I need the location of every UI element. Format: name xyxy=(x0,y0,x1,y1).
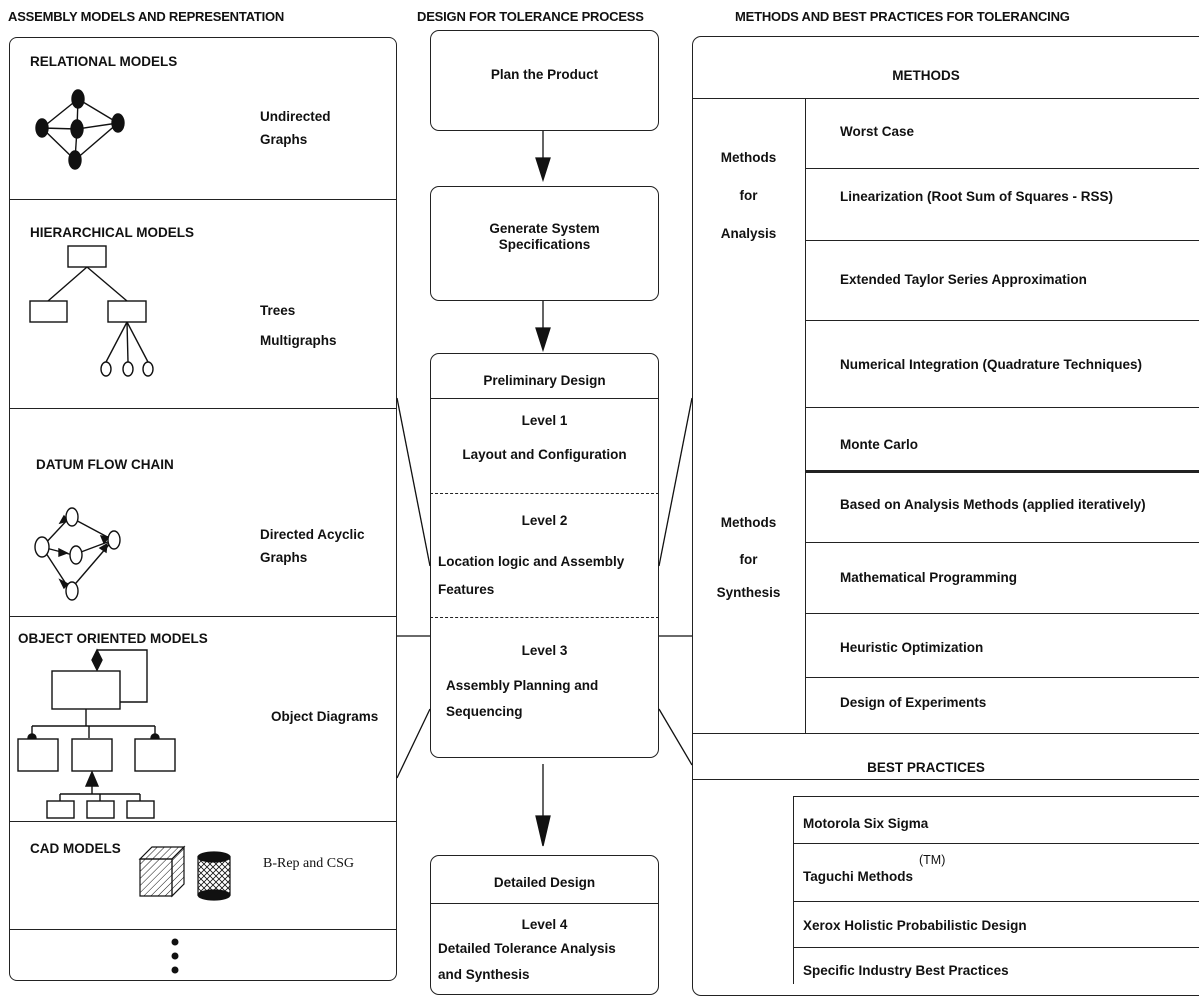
right-column-header: METHODS AND BEST PRACTICES FOR TOLERANCI… xyxy=(735,9,1070,24)
detailed-design-title: Detailed Design xyxy=(493,875,596,890)
method-divider xyxy=(805,240,1199,241)
analysis-method: Monte Carlo xyxy=(840,437,919,452)
level2-text-1: Location logic and Assembly xyxy=(438,554,625,569)
level2-text-2: Features xyxy=(438,582,495,597)
analysis-method: Numerical Integration (Quadrature Techni… xyxy=(840,357,1143,372)
best-practice-item: Motorola Six Sigma xyxy=(803,816,929,831)
center-column-header: DESIGN FOR TOLERANCE PROCESS xyxy=(417,9,644,24)
analysis-method: Linearization (Root Sum of Squares - RSS… xyxy=(840,189,1114,204)
synthesis-method: Mathematical Programming xyxy=(840,570,1018,585)
level2-label: Level 2 xyxy=(521,513,568,528)
level-divider xyxy=(430,493,659,494)
level4-label: Level 4 xyxy=(521,917,568,932)
relational-desc-1: Undirected xyxy=(260,109,331,124)
left-divider xyxy=(9,408,397,409)
analysis-method: Extended Taylor Series Approximation xyxy=(840,272,1087,287)
preliminary-design-box xyxy=(430,353,659,758)
methods-header-divider xyxy=(692,98,1199,99)
analysis-method: Worst Case xyxy=(840,124,915,139)
plan-product-box xyxy=(430,30,659,131)
synthesis-method: Heuristic Optimization xyxy=(840,640,984,655)
level4-text-2: and Synthesis xyxy=(438,967,530,982)
datum-flow-chain-title: DATUM FLOW CHAIN xyxy=(36,457,174,472)
relational-models-title: RELATIONAL MODELS xyxy=(30,54,178,69)
object-oriented-models-title: OBJECT ORIENTED MODELS xyxy=(18,631,208,646)
analysis-synthesis-divider xyxy=(805,470,1199,473)
left-divider xyxy=(9,199,397,200)
left-divider xyxy=(9,929,397,930)
best-practice-item: Xerox Holistic Probabilistic Design xyxy=(803,918,1027,933)
synthesis-method: Based on Analysis Methods (applied itera… xyxy=(840,497,1146,512)
flow-arrow xyxy=(535,131,551,183)
best-practices-header-divider xyxy=(692,779,1199,780)
flow-arrow xyxy=(535,764,551,847)
practice-divider xyxy=(793,843,1199,844)
analysis-label-1: Methods xyxy=(720,150,777,165)
methods-panel xyxy=(692,36,1199,996)
object-desc: Object Diagrams xyxy=(271,709,379,724)
preliminary-design-title: Preliminary Design xyxy=(483,373,606,388)
practice-divider xyxy=(793,901,1199,902)
methods-col-divider xyxy=(805,98,806,733)
detailed-divider xyxy=(430,903,659,904)
method-divider xyxy=(805,168,1199,169)
hierarchical-desc-1: Trees xyxy=(260,303,296,318)
left-divider xyxy=(9,616,397,617)
left-divider xyxy=(9,821,397,822)
practice-divider xyxy=(793,796,1199,797)
cad-models-title: CAD MODELS xyxy=(30,841,121,856)
left-connectors xyxy=(396,397,431,779)
method-divider xyxy=(805,407,1199,408)
synthesis-method: Design of Experiments xyxy=(840,695,987,710)
hierarchical-desc-2: Multigraphs xyxy=(260,333,337,348)
best-practice-item: Taguchi Methods xyxy=(803,869,913,884)
preliminary-divider xyxy=(430,398,659,399)
best-practices-top-divider xyxy=(692,733,1199,734)
synthesis-label-3: Synthesis xyxy=(716,585,781,600)
method-divider xyxy=(805,613,1199,614)
system-specs-label-2: Specifications xyxy=(498,237,591,252)
methods-title: METHODS xyxy=(892,68,960,83)
analysis-label-2: for xyxy=(739,188,758,203)
hierarchical-models-title: HIERARCHICAL MODELS xyxy=(30,225,195,240)
level1-label: Level 1 xyxy=(521,413,568,428)
right-connectors xyxy=(658,397,693,766)
flow-arrow xyxy=(535,301,551,353)
method-divider xyxy=(805,542,1199,543)
method-divider xyxy=(805,677,1199,678)
detailed-design-box xyxy=(430,855,659,995)
level3-text-2: Sequencing xyxy=(446,704,523,719)
level1-text: Layout and Configuration xyxy=(462,447,627,462)
synthesis-label-1: Methods xyxy=(720,515,777,530)
level4-text-1: Detailed Tolerance Analysis xyxy=(438,941,616,956)
method-divider xyxy=(805,320,1199,321)
left-column-header: ASSEMBLY MODELS AND REPRESENTATION xyxy=(8,9,285,24)
synthesis-label-2: for xyxy=(739,552,758,567)
relational-desc-2: Graphs xyxy=(260,132,308,147)
practice-divider xyxy=(793,947,1199,948)
datum-desc-2: Graphs xyxy=(260,550,308,565)
system-specs-label-1: Generate System xyxy=(489,221,600,236)
best-practices-col-divider xyxy=(793,796,794,984)
plan-product-label: Plan the Product xyxy=(490,67,599,82)
level-divider xyxy=(430,617,659,618)
best-practices-title: BEST PRACTICES xyxy=(867,760,985,775)
level3-text-1: Assembly Planning and xyxy=(446,678,599,693)
best-practice-item: Specific Industry Best Practices xyxy=(803,963,1009,978)
datum-desc-1: Directed Acyclic xyxy=(260,527,365,542)
level3-label: Level 3 xyxy=(521,643,568,658)
analysis-label-3: Analysis xyxy=(720,226,777,241)
trademark-mark: (TM) xyxy=(919,853,946,867)
system-specs-box xyxy=(430,186,659,301)
cad-desc: B-Rep and CSG xyxy=(263,856,354,871)
